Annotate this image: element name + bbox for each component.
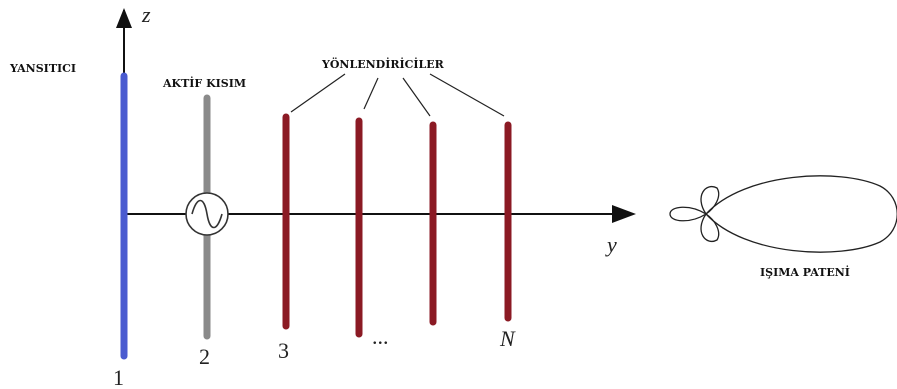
element-3-number: 3 — [278, 338, 289, 363]
z-axis-label: z — [141, 2, 151, 27]
ac-source-sine-icon — [191, 199, 223, 229]
side-lobe-upper — [700, 186, 720, 215]
main-lobe — [705, 175, 897, 253]
element-1-number: 1 — [113, 365, 124, 389]
director-leader-line — [290, 73, 346, 113]
directors-label: YÖNLENDİRİCİLER — [321, 57, 445, 71]
active-label: AKTİF KISIM — [162, 76, 246, 90]
element-2-number: 2 — [199, 344, 210, 369]
side-lobe-lower — [700, 213, 720, 242]
reflector-label: YANSITICI — [9, 62, 76, 75]
radiation-pattern — [669, 175, 897, 253]
director-leader-line — [363, 77, 379, 110]
director-leader-line — [429, 73, 505, 117]
element-n-number: N — [499, 326, 516, 351]
pattern-label: IŞIMA PATENİ — [760, 265, 850, 279]
y-axis-arrowhead — [612, 205, 636, 223]
z-axis-arrowhead — [116, 8, 132, 28]
back-lobe — [669, 206, 708, 222]
element-ellipsis: ... — [372, 324, 389, 349]
director-leader-line — [402, 77, 431, 117]
y-axis-label: y — [605, 232, 617, 257]
